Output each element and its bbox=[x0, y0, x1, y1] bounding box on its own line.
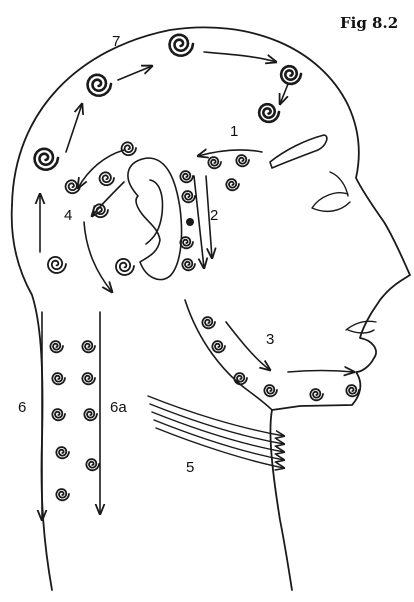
spiral-icon bbox=[259, 104, 279, 122]
spiral-icon bbox=[226, 179, 239, 190]
eyebrow bbox=[270, 135, 327, 168]
arrow-2a bbox=[194, 176, 204, 268]
arrow-3a bbox=[226, 322, 270, 370]
spiral-icon bbox=[122, 142, 137, 155]
spiral-icon bbox=[52, 409, 65, 420]
mouth bbox=[346, 321, 376, 333]
spiral-icon bbox=[116, 259, 134, 275]
spiral-icon bbox=[100, 172, 115, 185]
spiral-icon bbox=[86, 459, 99, 470]
spiral-icon bbox=[212, 341, 225, 352]
arrow-7c bbox=[204, 52, 276, 62]
label-7: 7 bbox=[112, 33, 120, 50]
neck-strokes bbox=[148, 396, 284, 468]
ear bbox=[128, 158, 182, 280]
arrow-1 bbox=[198, 150, 262, 156]
spiral-icon bbox=[202, 317, 215, 328]
arrow-7d bbox=[280, 84, 288, 104]
spiral-points bbox=[35, 35, 360, 501]
neck-back-outline bbox=[12, 205, 52, 590]
spiral-icon bbox=[84, 409, 97, 420]
spiral-icon bbox=[50, 341, 63, 352]
label-6a: 6a bbox=[110, 399, 127, 416]
spiral-icon bbox=[180, 237, 193, 248]
arrows bbox=[40, 52, 354, 520]
spiral-icon bbox=[346, 385, 359, 396]
label-6: 6 bbox=[18, 399, 26, 416]
spiral-icon bbox=[48, 257, 66, 273]
arrow-7a bbox=[66, 104, 82, 152]
spiral-icon bbox=[234, 373, 247, 384]
head-outline bbox=[12, 27, 410, 590]
label-1: 1 bbox=[230, 123, 238, 140]
label-3: 3 bbox=[266, 331, 274, 348]
spiral-icon bbox=[52, 373, 65, 384]
spiral-icon bbox=[236, 155, 249, 166]
eye bbox=[312, 172, 350, 211]
spiral-icon bbox=[180, 171, 193, 182]
spiral-icon bbox=[82, 373, 95, 384]
spiral-icon bbox=[56, 447, 69, 458]
jaw-outline bbox=[185, 300, 272, 410]
spiral-icon bbox=[182, 259, 195, 270]
spiral-icon bbox=[35, 149, 59, 170]
spiral-icon bbox=[88, 75, 112, 96]
spiral-icon bbox=[56, 489, 69, 500]
spiral-icon bbox=[281, 66, 301, 84]
spiral-icon bbox=[310, 389, 323, 400]
spiral-icon bbox=[264, 385, 277, 396]
arrow-4c bbox=[84, 222, 112, 292]
label-2: 2 bbox=[210, 207, 218, 224]
spiral-icon bbox=[82, 341, 95, 352]
label-5: 5 bbox=[186, 459, 194, 476]
arrow-7b bbox=[118, 66, 152, 80]
spiral-icon bbox=[208, 157, 221, 168]
spiral-icon bbox=[170, 35, 194, 56]
arrow-3b bbox=[288, 371, 354, 373]
ear-point bbox=[186, 218, 194, 226]
label-4: 4 bbox=[64, 207, 72, 224]
spiral-icon bbox=[182, 191, 195, 202]
